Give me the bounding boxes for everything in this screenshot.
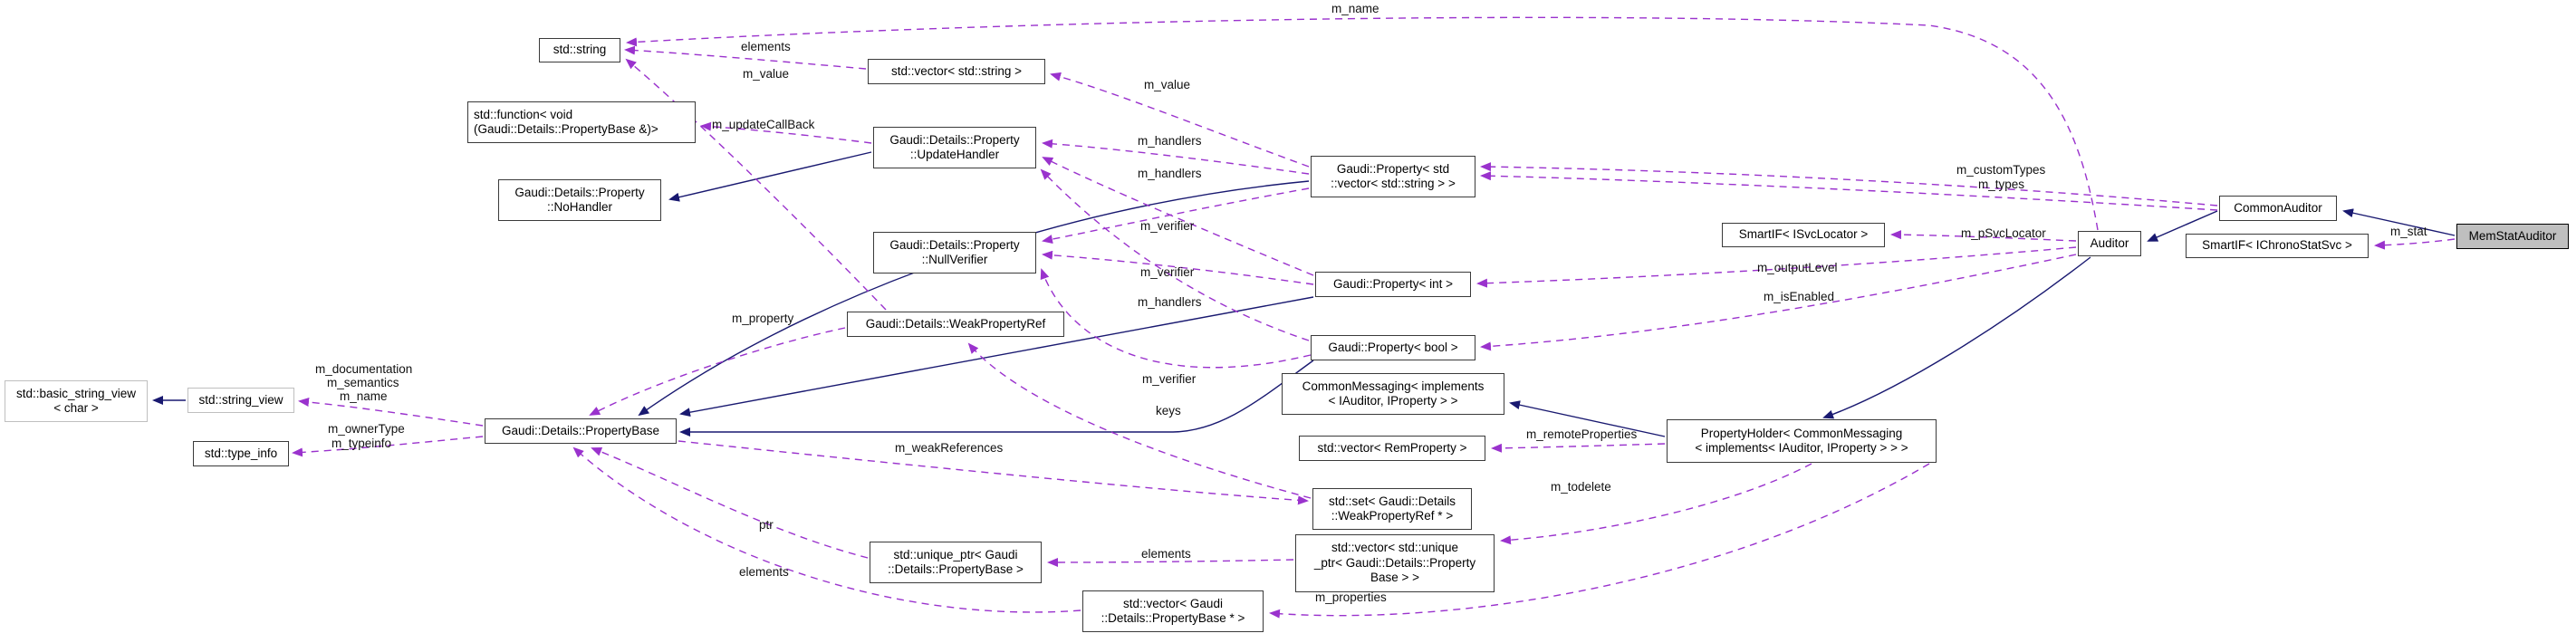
edge-label-m-handlers-3: m_handlers bbox=[1138, 295, 1202, 309]
node-null-verifier[interactable]: Gaudi::Details::Property ::NullVerifier bbox=[873, 232, 1036, 274]
edge-weakref-mproperty-propertybase bbox=[589, 327, 846, 416]
edge-label-m-customtypes: m_customTypes bbox=[1956, 163, 2046, 177]
edge-propvecstr-mhandlers-updatehandler bbox=[1042, 139, 1310, 175]
edge-propertybase-weakrefs-setweak bbox=[678, 440, 1309, 505]
edge-weakref-mvalue-string bbox=[625, 58, 887, 311]
edge-label-m-name-auditor: m_name bbox=[1331, 2, 1379, 15]
edge-label-m-handlers-1: m_handlers bbox=[1138, 134, 1202, 148]
node-vector-unique-ptr[interactable]: std::vector< std::unique _ptr< Gaudi::De… bbox=[1295, 534, 1495, 592]
node-string-view: std::string_view bbox=[187, 388, 294, 413]
node-update-handler[interactable]: Gaudi::Details::Property ::UpdateHandler bbox=[873, 127, 1036, 168]
node-basic-string-view: std::basic_string_view < char > bbox=[5, 380, 148, 422]
edge-label-m-verifier-2: m_verifier bbox=[1140, 265, 1195, 279]
edge-memstatauditor-inherits-commonauditor bbox=[2342, 208, 2456, 236]
node-set-weak-property-ref[interactable]: std::set< Gaudi::Details ::WeakPropertyR… bbox=[1312, 488, 1472, 530]
edge-propvecstr-inherits-propertybase bbox=[638, 180, 1310, 417]
edge-label-m-verifier-1: m_verifier bbox=[1140, 219, 1195, 233]
edge-updatehandler-inherits-nohandler bbox=[668, 151, 872, 202]
edge-label-m-handlers-2: m_handlers bbox=[1138, 167, 1202, 180]
node-property-base[interactable]: Gaudi::Details::PropertyBase bbox=[485, 418, 677, 444]
node-smartif-isvclocator[interactable]: SmartIF< ISvcLocator > bbox=[1722, 223, 1885, 247]
edge-label-m-updatecallback: m_updateCallBack bbox=[712, 118, 815, 131]
edge-label-m-semantics: m_semantics bbox=[327, 376, 399, 389]
edge-auditor-inherits-propertyholder bbox=[1822, 256, 2091, 419]
node-common-messaging[interactable]: CommonMessaging< implements < IAuditor, … bbox=[1282, 373, 1504, 415]
edge-label-m-outputlevel: m_outputLevel bbox=[1757, 261, 1838, 274]
usage-edges bbox=[292, 16, 2456, 619]
edge-propint-inherits-propertybase bbox=[679, 296, 1314, 417]
edge-label-m-property: m_property bbox=[732, 312, 794, 325]
edge-propvecstr-mvalue-vectorstring bbox=[1050, 72, 1310, 168]
node-std-string[interactable]: std::string bbox=[539, 38, 620, 62]
edge-label-ptr: ptr bbox=[759, 518, 774, 532]
edge-propvecstr-mverifier-nullverifier bbox=[1042, 187, 1310, 244]
edge-label-m-value-string: m_value bbox=[743, 67, 790, 81]
node-vector-rem-property[interactable]: std::vector< RemProperty > bbox=[1299, 436, 1485, 461]
edge-auditor-misenabled-propbool bbox=[1480, 254, 2077, 351]
edge-label-elements-uniqueptr: elements bbox=[1141, 547, 1191, 561]
edge-commonauditor-inherits-auditor bbox=[2147, 210, 2218, 242]
edge-label-m-psvclocator: m_pSvcLocator bbox=[1961, 226, 2046, 240]
edge-uniqueptr-ptr-propertybase bbox=[591, 447, 869, 559]
node-common-auditor[interactable]: CommonAuditor bbox=[2219, 196, 2337, 221]
edge-propertyholder-inherits-commonmessaging bbox=[1509, 400, 1666, 437]
edge-label-elements-string: elements bbox=[741, 40, 791, 53]
edge-label-m-todelete: m_todelete bbox=[1551, 480, 1611, 494]
edge-propertyholder-mproperties-vecpbptr bbox=[1269, 463, 1930, 619]
edge-label-m-types: m_types bbox=[1978, 178, 2025, 191]
edge-auditor-psvclocator-smartifsvc bbox=[1890, 230, 2077, 242]
edge-label-m-ownertype: m_ownerType bbox=[328, 422, 405, 436]
edge-propint-mhandlers-updatehandler bbox=[1042, 157, 1314, 276]
edge-label-m-properties: m_properties bbox=[1315, 590, 1387, 604]
edge-label-m-isenabled: m_isEnabled bbox=[1764, 290, 1835, 303]
node-property-bool[interactable]: Gaudi::Property< bool > bbox=[1311, 335, 1475, 360]
edge-vecpbptr-elements-propertybase bbox=[572, 446, 1081, 613]
edge-propertyholder-mtodelete-vecuniqueptr bbox=[1500, 463, 1812, 545]
node-no-handler[interactable]: Gaudi::Details::Property ::NoHandler bbox=[498, 179, 661, 221]
edge-propertybase-typeinfo-typeinfo bbox=[292, 436, 484, 457]
node-property-vector-string[interactable]: Gaudi::Property< std ::vector< std::stri… bbox=[1311, 156, 1475, 197]
edge-label-m-documentation: m_documentation bbox=[315, 362, 413, 376]
edge-memstatauditor-mstat-smartifchrono bbox=[2374, 238, 2456, 250]
edge-setweak-keys-weakref bbox=[967, 342, 1312, 499]
node-unique-ptr[interactable]: std::unique_ptr< Gaudi ::Details::Proper… bbox=[870, 542, 1042, 583]
node-property-int[interactable]: Gaudi::Property< int > bbox=[1315, 272, 1471, 297]
edge-commonauditor-mtypes-propvecstr bbox=[1480, 171, 2218, 211]
edge-label-m-typeinfo: m_typeinfo bbox=[332, 437, 392, 450]
edge-label-m-stat: m_stat bbox=[2390, 225, 2427, 238]
node-smartif-ichronostatsvc[interactable]: SmartIF< IChronoStatSvc > bbox=[2186, 234, 2369, 258]
edge-label-m-name-propertybase: m_name bbox=[340, 389, 388, 403]
edge-label-m-value-vector: m_value bbox=[1144, 78, 1191, 91]
edge-propbool-mhandlers-updatehandler bbox=[1040, 168, 1310, 341]
edge-label-elements-vecpbptr: elements bbox=[739, 565, 789, 579]
edge-auditor-mname-string bbox=[626, 16, 2099, 231]
node-vector-property-base-ptr[interactable]: std::vector< Gaudi ::Details::PropertyBa… bbox=[1082, 590, 1264, 632]
node-std-function[interactable]: std::function< void (Gaudi::Details::Pro… bbox=[467, 101, 696, 143]
node-weak-property-ref[interactable]: Gaudi::Details::WeakPropertyRef bbox=[847, 312, 1064, 337]
edge-label-keys: keys bbox=[1156, 404, 1181, 417]
edge-label-m-verifier-3: m_verifier bbox=[1142, 372, 1197, 386]
node-auditor[interactable]: Auditor bbox=[2078, 231, 2141, 256]
edge-commonauditor-mcustomtypes-propvecstr bbox=[1480, 162, 2218, 206]
node-mem-stat-auditor: MemStatAuditor bbox=[2456, 224, 2569, 249]
edge-propint-mverifier-nullverifier bbox=[1042, 250, 1314, 285]
node-property-holder[interactable]: PropertyHolder< CommonMessaging < implem… bbox=[1667, 419, 1937, 463]
edge-vectorstring-elements-string bbox=[624, 45, 867, 70]
edge-label-m-remoteproperties: m_remoteProperties bbox=[1526, 427, 1638, 441]
node-std-vector-string[interactable]: std::vector< std::string > bbox=[868, 59, 1045, 84]
edge-propbool-mverifier-nullverifier bbox=[1040, 268, 1312, 369]
edge-propertyholder-mremoteproperties-vecremproperty bbox=[1491, 443, 1666, 453]
node-type-info[interactable]: std::type_info bbox=[193, 441, 289, 466]
edge-label-m-weakreferences: m_weakReferences bbox=[895, 441, 1004, 455]
